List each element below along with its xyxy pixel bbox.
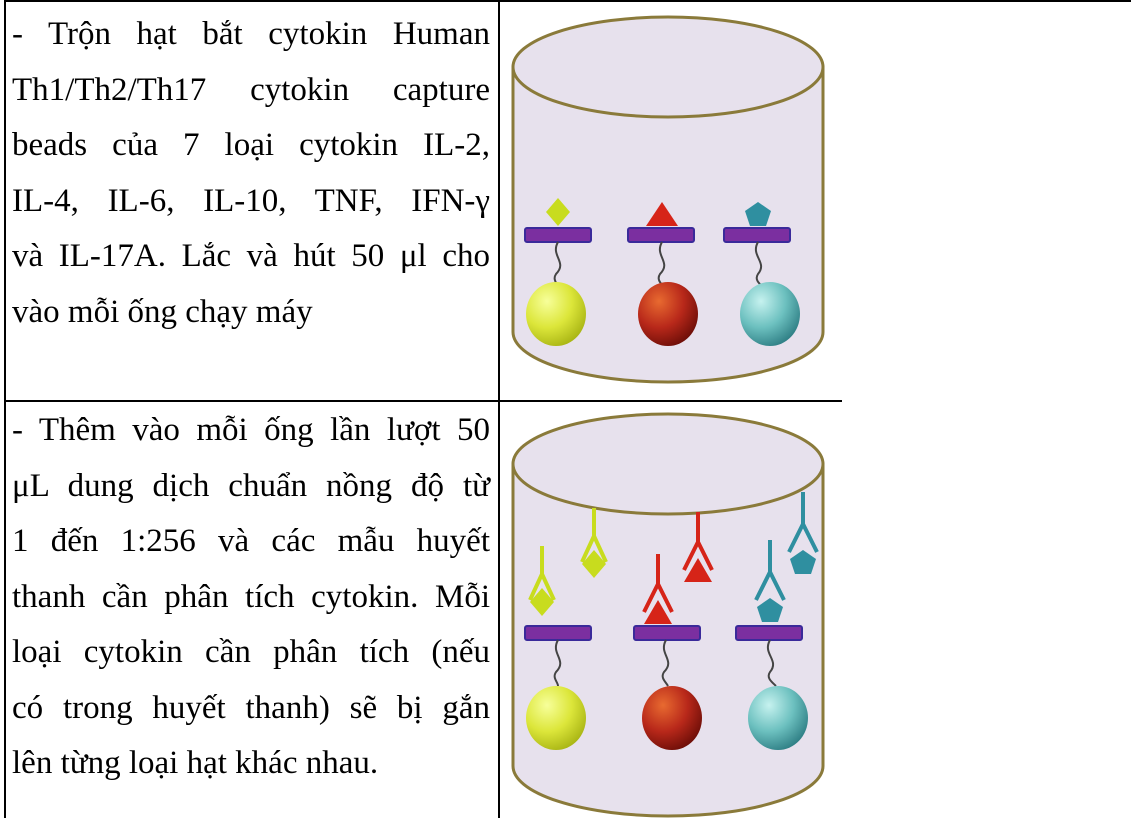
row-divider-right	[499, 400, 842, 402]
teal-pentagon-icon	[790, 550, 816, 574]
teal-pentagon-icon	[757, 598, 783, 622]
capture-beads-tube-diagram	[511, 15, 825, 384]
red-bead-icon	[642, 686, 702, 750]
capture-bar-icon	[723, 227, 791, 243]
text-line: và IL-17A. Lắc và hút 50 μl cho	[12, 238, 490, 274]
teal-antibody-icon	[787, 519, 819, 553]
text-line: thanh cần phân tích cytokin. Mỗi	[12, 578, 490, 615]
yellow-diamond-icon	[546, 198, 570, 226]
teal-bead-icon	[748, 686, 808, 750]
tube-rim	[511, 412, 825, 516]
capture-bar-icon	[627, 227, 695, 243]
yellow-diamond-icon	[530, 588, 554, 616]
column-divider	[498, 0, 500, 818]
tube-rim	[511, 15, 825, 119]
row-divider	[4, 400, 501, 402]
text-line: - Thêm vào mỗi ống lần lượt 50	[12, 412, 490, 448]
capture-bar-icon	[735, 625, 803, 641]
table-top-border	[4, 0, 501, 2]
text-line: vào mỗi ống chạy máy	[12, 293, 313, 330]
linker-icon	[553, 639, 562, 687]
red-triangle-icon	[646, 202, 678, 226]
row-1-text: - Trộn hạt bắt cytokin Human Th1/Th2/Th1…	[12, 7, 490, 340]
red-antibody-icon	[682, 537, 714, 571]
red-bead-icon	[638, 282, 698, 346]
red-antibody-icon	[642, 579, 674, 613]
text-line: Th1/Th2/Th17 cytokin capture	[12, 71, 490, 108]
table-left-border	[4, 0, 6, 818]
text-line: - Trộn hạt bắt cytokin Human	[12, 16, 490, 52]
yellow-bead-icon	[526, 686, 586, 750]
red-triangle-icon	[644, 600, 672, 624]
capture-bar-icon	[524, 227, 592, 243]
capture-bar-icon	[524, 625, 592, 641]
capture-bar-icon	[633, 625, 701, 641]
text-line: IL-4, IL-6, IL-10, TNF, IFN-γ	[12, 182, 490, 219]
cytokine-binding-tube-diagram	[511, 412, 825, 818]
text-line: loại cytokin cần phân tích (nếu	[12, 634, 490, 670]
yellow-antibody-icon	[528, 569, 556, 601]
text-line: μL dung dịch chuẩn nồng độ từ	[12, 467, 490, 504]
text-line: 1 đến 1:256 và các mẫu huyết	[12, 523, 490, 559]
text-line: lên từng loại hạt khác nhau.	[12, 745, 379, 781]
text-line: có trong huyết thanh) sẽ bị gắn	[12, 689, 490, 726]
row-2-text: - Thêm vào mỗi ống lần lượt 50 μL dung d…	[12, 403, 490, 792]
text-line: beads của 7 loại cytokin IL-2,	[12, 127, 490, 163]
teal-pentagon-icon	[745, 202, 771, 226]
red-triangle-icon	[684, 558, 712, 582]
yellow-antibody-icon	[580, 531, 608, 563]
yellow-bead-icon	[526, 282, 586, 346]
teal-antibody-icon	[754, 567, 786, 601]
linker-icon	[661, 639, 670, 687]
teal-bead-icon	[740, 282, 800, 346]
table-top-border-right	[499, 0, 1131, 2]
linker-icon	[767, 639, 777, 687]
yellow-diamond-icon	[582, 550, 606, 578]
